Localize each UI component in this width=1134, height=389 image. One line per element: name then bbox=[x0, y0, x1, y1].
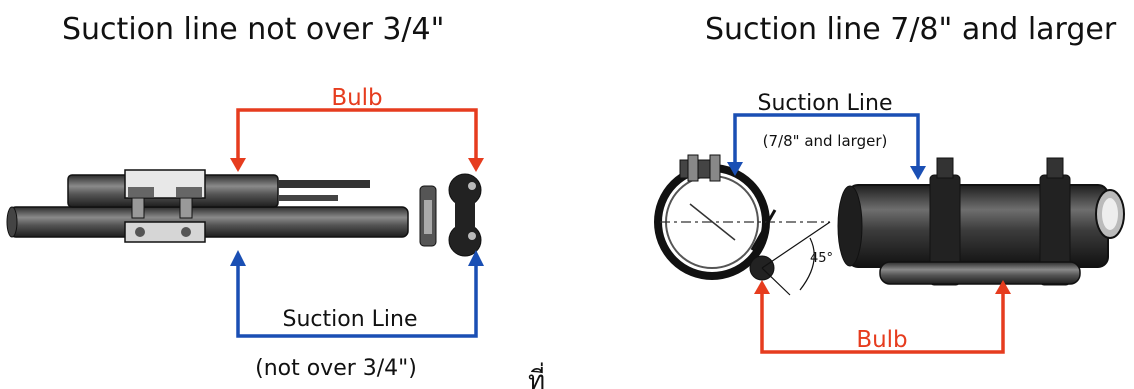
right-suction-arrowhead-1 bbox=[727, 162, 743, 176]
left-suction-arrowhead-1 bbox=[230, 250, 246, 266]
right-suction-arrow bbox=[733, 113, 920, 170]
left-bulb-label: Bulb bbox=[331, 85, 382, 111]
angle-label: 45° bbox=[810, 251, 833, 266]
left-suction-arrowhead-2 bbox=[468, 250, 484, 266]
right-suction-label: Suction Line bbox=[758, 91, 893, 116]
left-bulb-arrow bbox=[236, 108, 478, 165]
left-bulb-arrowhead-2 bbox=[468, 158, 484, 172]
left-suction-pipe bbox=[9, 206, 409, 238]
right-bulb-arrow bbox=[760, 290, 1005, 354]
left-assembly bbox=[6, 169, 482, 257]
right-bulb-arrowhead-1 bbox=[754, 280, 770, 294]
left-bottom-strap bbox=[124, 221, 206, 243]
left-suction-sub: (not over 3/4") bbox=[255, 356, 417, 381]
right-title: Suction line 7/8" and larger bbox=[705, 12, 1117, 47]
left-suction-arrow bbox=[236, 262, 478, 338]
left-title: Suction line not over 3/4" bbox=[62, 12, 445, 47]
right-bulb-label: Bulb bbox=[856, 327, 907, 353]
left-end-view bbox=[419, 173, 482, 257]
right-bulb-arrowhead-2 bbox=[995, 280, 1011, 294]
right-assembly: 45° bbox=[654, 154, 1125, 296]
right-bulb-body bbox=[879, 261, 1081, 285]
left-bulb-arrowhead-1 bbox=[230, 158, 246, 172]
right-suction-arrowhead-2 bbox=[910, 166, 926, 180]
left-suction-label: Suction Line bbox=[283, 307, 418, 332]
stray-glyph: ที่ bbox=[528, 362, 545, 389]
right-suction-sub: (7/8" and larger) bbox=[763, 132, 888, 150]
